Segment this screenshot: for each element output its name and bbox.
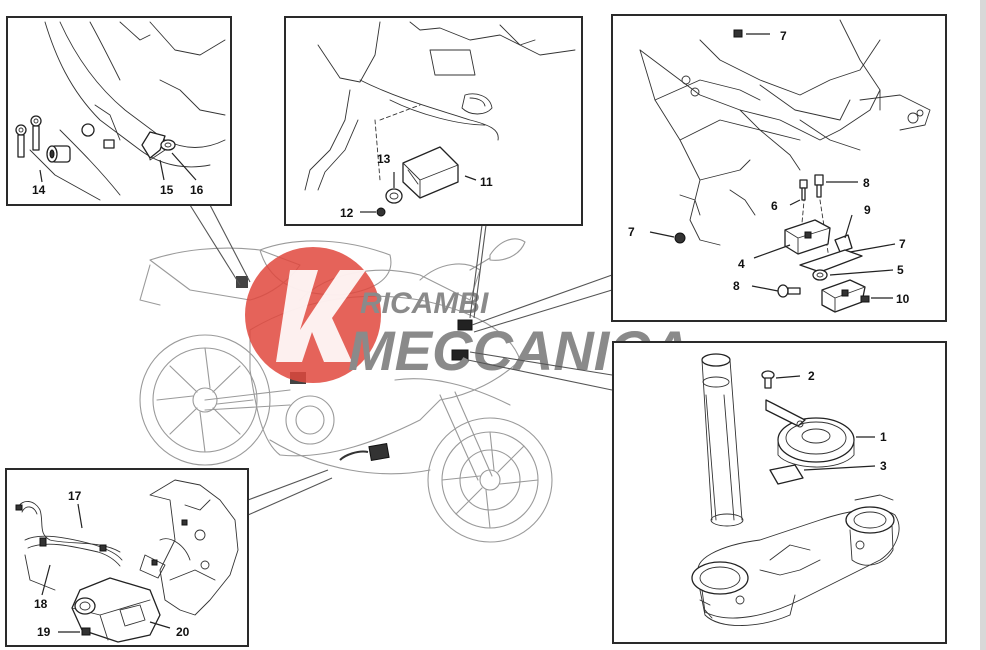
strap-icon [799, 249, 863, 273]
rubber-block-icon [784, 219, 831, 255]
callout-4: 4 [738, 257, 745, 271]
horn-icon [765, 399, 855, 468]
callout-7-right: 7 [899, 237, 906, 251]
callout-9: 9 [864, 203, 871, 217]
bracket-icon [834, 234, 853, 253]
callout-20: 20 [176, 625, 190, 639]
screw-icon [376, 207, 386, 217]
callout-5: 5 [897, 263, 904, 277]
lock-cylinder-icon [46, 145, 71, 163]
callout-18: 18 [34, 597, 48, 611]
panel-ignition-keys: 14 15 16 [6, 16, 232, 206]
actuator-icon [71, 577, 161, 643]
washer-icon [160, 139, 176, 151]
steering-stem-icon [701, 353, 744, 527]
relay-icon [402, 146, 459, 199]
panel-horn: 2 1 3 [612, 341, 947, 644]
callout-1: 1 [880, 430, 887, 444]
steering-yoke-icon [691, 494, 900, 626]
callout-17: 17 [68, 489, 82, 503]
watermark-line-1: RICAMBI [360, 287, 489, 320]
callout-7-top: 7 [780, 29, 787, 43]
wiring-harness-icon [15, 501, 123, 591]
nut-icon [733, 29, 743, 38]
callout-13: 13 [377, 152, 391, 166]
nut-icon [81, 627, 91, 636]
screw-icon [777, 284, 801, 298]
grommet-icon [385, 188, 403, 204]
callout-15: 15 [160, 183, 174, 197]
callout-7-left: 7 [628, 225, 635, 239]
callout-14: 14 [32, 183, 46, 197]
washer-icon [769, 464, 804, 485]
watermark-logo: RICAMBI MECCANICA [245, 247, 690, 383]
callout-8-top: 8 [863, 176, 870, 190]
page-edge [980, 0, 986, 650]
washer-icon [812, 269, 828, 281]
callout-3: 3 [880, 459, 887, 473]
panel-frame-bracket: 4 5 6 7 7 7 8 8 9 10 [611, 14, 947, 322]
panel-wiring-actuator: 17 18 19 20 [5, 468, 249, 647]
callout-10: 10 [896, 292, 910, 306]
screw-icon [761, 370, 775, 389]
bolt-icon [799, 174, 824, 201]
nut-icon [674, 232, 686, 244]
callout-11: 11 [480, 175, 493, 189]
callout-2: 2 [808, 369, 815, 383]
callout-6: 6 [771, 199, 778, 213]
panel-relay: 11 12 13 [284, 16, 583, 226]
callout-16: 16 [190, 183, 204, 197]
ignition-key-icon [15, 115, 42, 158]
callout-19: 19 [37, 625, 51, 639]
callout-12: 12 [340, 206, 354, 220]
callout-8-bottom: 8 [733, 279, 740, 293]
callout-lines [189, 204, 613, 516]
screw-icon [860, 295, 870, 303]
